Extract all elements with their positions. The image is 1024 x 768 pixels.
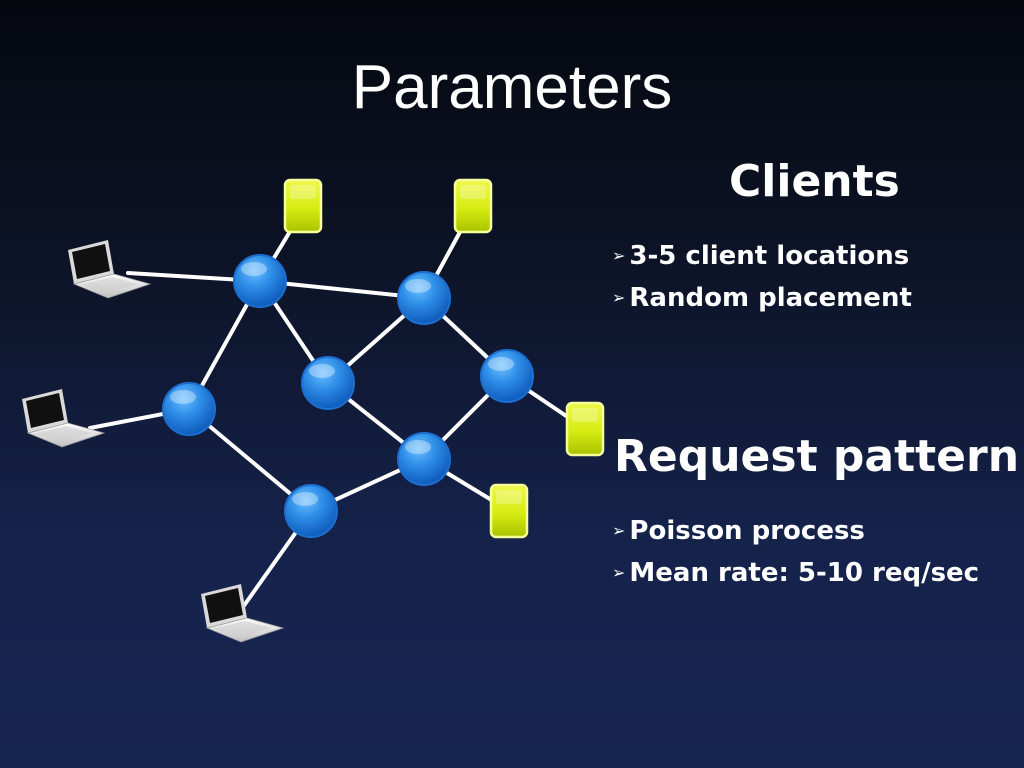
servers: [283, 178, 605, 539]
router-node-icon: [162, 382, 216, 436]
arrowhead-bullet-icon: ➢: [612, 246, 626, 265]
router-node-icon: [284, 484, 338, 538]
router-node-icon: [397, 432, 451, 486]
arrowhead-bullet-icon: ➢: [612, 521, 626, 540]
list-item: ➢Mean rate: 5-10 req/sec: [612, 552, 979, 594]
router-node-icon: [301, 356, 355, 410]
list-item: ➢Poisson process: [612, 510, 979, 552]
request-pattern-heading: Request pattern: [614, 431, 1020, 482]
list-item: ➢Random placement: [612, 277, 912, 319]
laptop-icon: [68, 240, 152, 299]
list-item: ➢3-5 client locations: [612, 235, 912, 277]
laptop-icon: [22, 389, 106, 448]
router-node-icon: [233, 254, 287, 308]
server-icon: [489, 483, 529, 539]
clients-heading: Clients: [729, 156, 900, 207]
server-icon: [565, 401, 605, 457]
bullet-text: Mean rate: 5-10 req/sec: [629, 558, 980, 588]
arrowhead-bullet-icon: ➢: [612, 288, 626, 307]
server-icon: [453, 178, 493, 234]
router-node-icon: [397, 271, 451, 325]
laptops: [22, 240, 285, 643]
routers: [162, 254, 534, 538]
request-pattern-bullet-list: ➢Poisson process ➢Mean rate: 5-10 req/se…: [612, 510, 979, 594]
slide-title: Parameters: [351, 53, 673, 122]
laptop-icon: [201, 584, 285, 643]
bullet-text: Random placement: [629, 283, 912, 313]
server-icon: [283, 178, 323, 234]
bullet-text: 3-5 client locations: [629, 241, 910, 271]
bullet-text: Poisson process: [629, 516, 865, 546]
clients-bullet-list: ➢3-5 client locations ➢Random placement: [612, 235, 912, 319]
arrowhead-bullet-icon: ➢: [612, 563, 626, 582]
link-r1-r2: [258, 279, 426, 300]
router-node-icon: [480, 349, 534, 403]
